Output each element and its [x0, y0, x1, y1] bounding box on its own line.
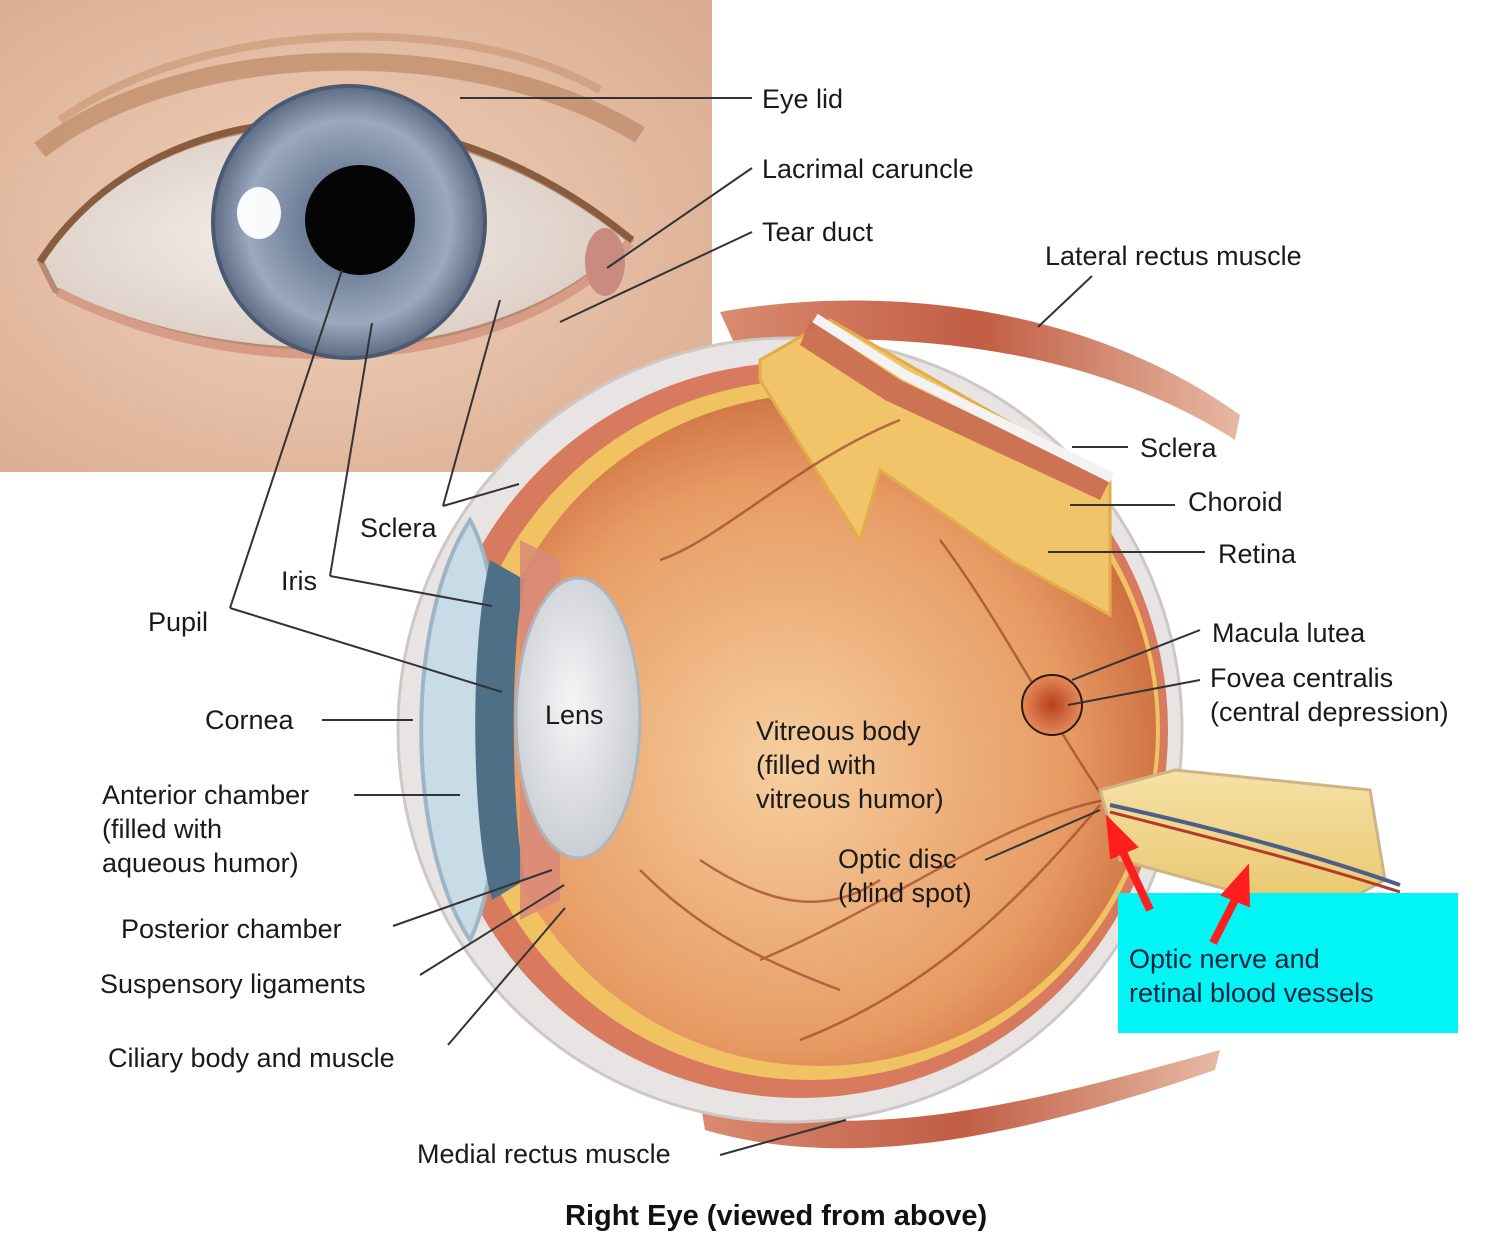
- label-suspensory-ligaments: Suspensory ligaments: [100, 967, 366, 1001]
- label-retina: Retina: [1218, 537, 1296, 571]
- figure-caption: Right Eye (viewed from above): [565, 1200, 987, 1233]
- label-macula-lutea: Macula lutea: [1212, 616, 1365, 650]
- label-lens: Lens: [545, 698, 604, 732]
- eye-highlight: [237, 187, 281, 239]
- label-vitreous-body: Vitreous body (filled with vitreous humo…: [756, 714, 944, 816]
- label-iris: Iris: [281, 564, 317, 598]
- label-pupil: Pupil: [148, 605, 208, 639]
- label-choroid: Choroid: [1188, 485, 1283, 519]
- label-lacrimal-caruncle: Lacrimal caruncle: [762, 152, 974, 186]
- label-optic-disc: Optic disc (blind spot): [838, 842, 972, 910]
- label-ciliary-body: Ciliary body and muscle: [108, 1041, 395, 1075]
- label-tear-duct: Tear duct: [762, 215, 873, 249]
- label-eye-lid: Eye lid: [762, 82, 843, 116]
- lacrimal-caruncle-shape: [585, 228, 625, 296]
- label-lateral-rectus-muscle: Lateral rectus muscle: [1045, 239, 1302, 273]
- label-posterior-chamber: Posterior chamber: [121, 912, 342, 946]
- label-optic-nerve: Optic nerve and retinal blood vessels: [1129, 942, 1374, 1010]
- label-sclera-right: Sclera: [1140, 431, 1217, 465]
- label-medial-rectus-muscle: Medial rectus muscle: [417, 1137, 671, 1171]
- label-fovea-centralis: Fovea centralis (central depression): [1210, 661, 1449, 729]
- pupil-shape: [305, 165, 415, 275]
- label-anterior-chamber: Anterior chamber (filled with aqueous hu…: [102, 778, 309, 880]
- label-sclera-left: Sclera: [360, 511, 437, 545]
- label-cornea: Cornea: [205, 703, 294, 737]
